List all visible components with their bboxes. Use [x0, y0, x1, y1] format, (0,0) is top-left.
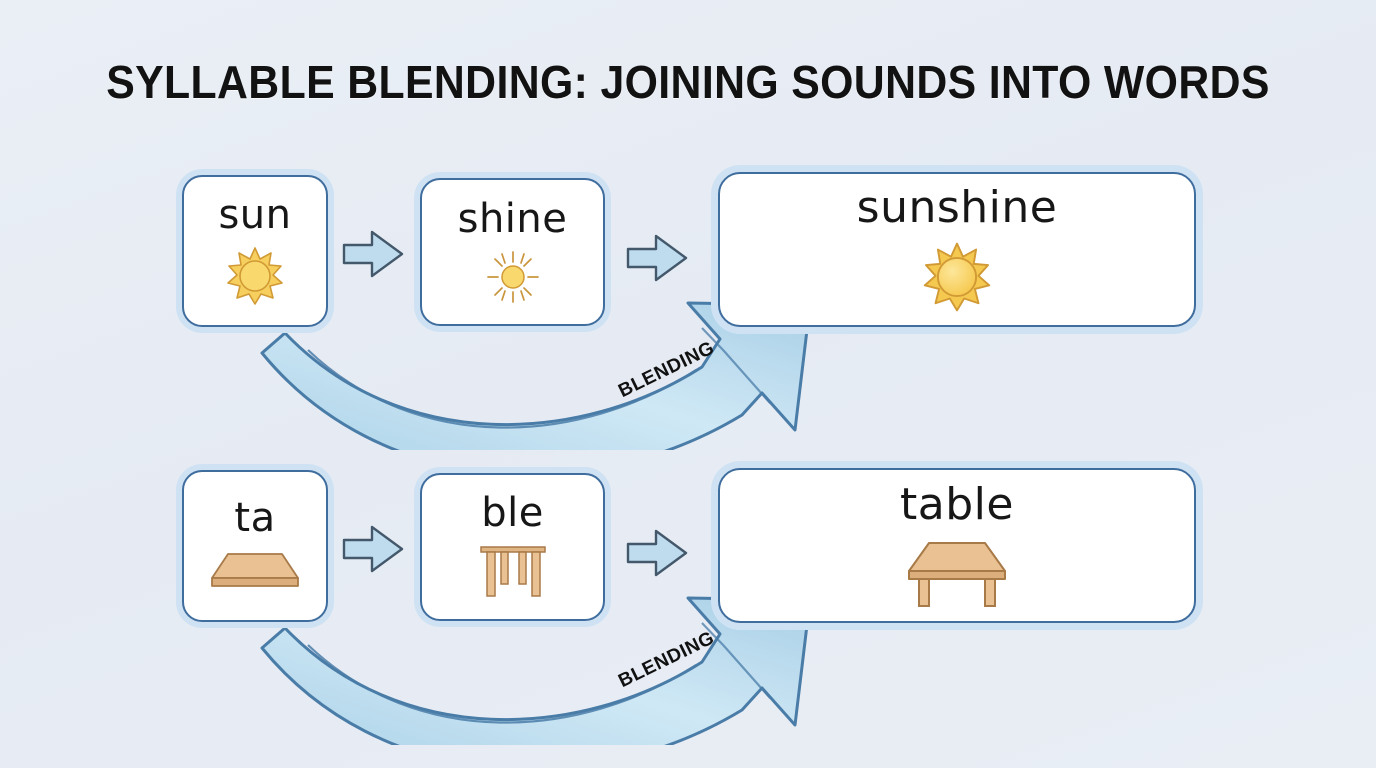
syllable-card-shine[interactable]: shine	[420, 178, 605, 326]
sun-spiky-large-icon	[923, 242, 991, 311]
result-word: sunshine	[856, 181, 1058, 233]
syllable-card-sun[interactable]: sun	[182, 175, 328, 327]
result-card-sunshine[interactable]: sunshine	[718, 172, 1196, 327]
curved-blending-arrow-icon	[260, 301, 812, 450]
syllable-card-ta[interactable]: ta	[182, 470, 328, 622]
curved-blending-arrow-icon	[260, 596, 812, 745]
page-title: SYLLABLE BLENDING: JOINING SOUNDS INTO W…	[106, 56, 1270, 108]
table-full-icon	[908, 541, 1006, 607]
result-word: table	[900, 478, 1014, 530]
sun-spiky-icon	[227, 247, 283, 305]
syllable-word: ble	[481, 490, 544, 536]
syllable-card-ble[interactable]: ble	[420, 473, 605, 621]
arrow-right-icon	[342, 525, 404, 573]
table-legs-icon	[479, 546, 546, 597]
syllable-word: sun	[218, 192, 292, 238]
result-card-table[interactable]: table	[718, 468, 1196, 623]
syllable-word: ta	[234, 495, 276, 541]
arrow-right-icon	[626, 529, 688, 577]
arrow-right-icon	[342, 230, 404, 278]
syllable-word: shine	[457, 196, 568, 242]
sun-rays-icon	[486, 251, 539, 303]
tabletop-icon	[211, 553, 299, 587]
arrow-right-icon	[626, 234, 688, 282]
